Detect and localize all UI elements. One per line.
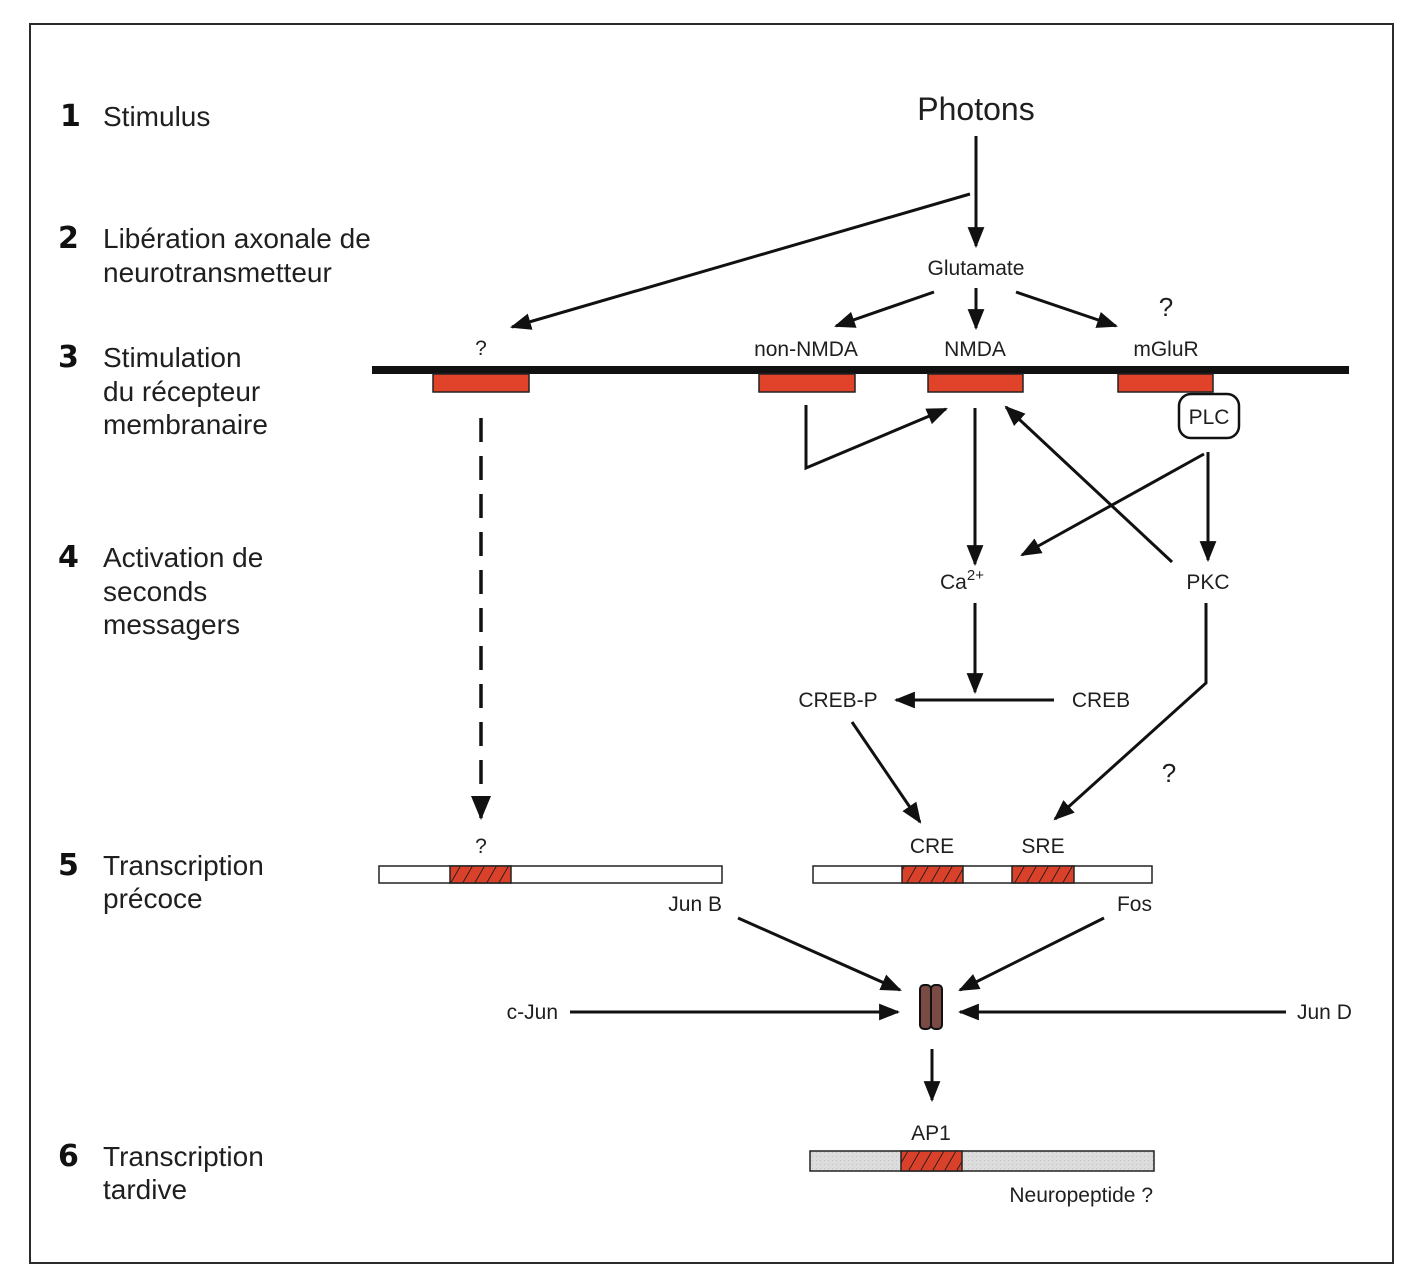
unknown-receptor: [432, 373, 530, 393]
jun-b-gene: [378, 865, 723, 884]
sre-site: [1011, 865, 1075, 884]
neuropeptide-label: Neuropeptide ?: [1009, 1184, 1153, 1207]
neuropeptide-gene: [809, 1150, 1155, 1172]
pkc-to-sre-arrow: [1053, 603, 1208, 821]
pkc-label: PKC: [1186, 571, 1229, 594]
step-4-label-line1: Activation de: [103, 542, 263, 573]
nmda-receptor: [927, 373, 1024, 393]
glutamate-to-non-nmda-arrow: [834, 290, 935, 328]
mglur-label: mGluR: [1133, 338, 1198, 361]
step-1-label: Stimulus: [103, 101, 210, 132]
plc-to-calcium-arrow: [1020, 452, 1205, 557]
step-5-label-line2: précoce: [103, 883, 203, 914]
step-3-label-line2: du récepteur: [103, 376, 260, 407]
step-3-label-line1: Stimulation: [103, 342, 242, 373]
jun-d-label: Jun D: [1297, 1001, 1352, 1024]
step-6-number: 6: [58, 1139, 79, 1174]
creb-p-label: CREB-P: [798, 689, 877, 712]
junb-site-label: ?: [475, 835, 487, 858]
step-3: 3 Stimulation du récepteur membranaire: [58, 340, 268, 440]
step-3-label-line3: membranaire: [103, 409, 268, 440]
step-1: 1 Stimulus: [60, 99, 210, 134]
ap1-label: AP1: [911, 1122, 951, 1145]
calcium-base: Ca: [940, 571, 967, 594]
non-nmda-label: non-NMDA: [754, 338, 858, 361]
fos-gene: [812, 865, 1153, 884]
mglur-question-label: ?: [1159, 292, 1173, 322]
step-2-label-line2: neurotransmetteur: [103, 257, 332, 288]
step-4-label-line3: messagers: [103, 609, 240, 640]
fos-label: Fos: [1117, 893, 1152, 916]
glutamate-to-mglur-arrow: [1015, 290, 1118, 328]
step-4-number: 4: [58, 540, 79, 575]
calcium-label: Ca2+: [940, 567, 984, 594]
photons-to-unknown-receptor-arrow: [509, 192, 971, 330]
cre-site: [901, 865, 964, 884]
dimer-subunit-left: [919, 984, 932, 1030]
pkc-to-nmda-arrow: [1004, 405, 1174, 564]
diagram-frame: [29, 23, 1394, 1264]
non-nmda-receptor: [758, 373, 856, 393]
dimer-subunit-right: [930, 984, 943, 1030]
step-6-label-line1: Transcription: [103, 1141, 264, 1172]
step-6: 6 Transcription tardive: [58, 1139, 264, 1205]
step-1-number: 1: [60, 99, 81, 134]
step-6-label-line2: tardive: [103, 1174, 187, 1205]
jun-b-label: Jun B: [668, 893, 722, 916]
step-5-label-line1: Transcription: [103, 850, 264, 881]
step-3-number: 3: [58, 340, 79, 375]
fos-to-dimer-arrow: [958, 916, 1105, 992]
step-4: 4 Activation de seconds messagers: [58, 540, 263, 640]
unknown-pathway-arrowhead: [471, 796, 491, 820]
plc-label: PLC: [1189, 406, 1230, 429]
unknown-receptor-label: ?: [475, 337, 487, 360]
glutamate-label: Glutamate: [928, 257, 1025, 280]
plc-box: [1177, 392, 1241, 440]
step-2-number: 2: [58, 221, 79, 256]
sre-label: SRE: [1021, 835, 1064, 858]
step-2: 2 Libération axonale de neurotransmetteu…: [58, 221, 371, 288]
sre-question-label: ?: [1162, 758, 1176, 788]
mglur-receptor: [1117, 373, 1214, 393]
creb-p-to-cre-arrow: [850, 721, 922, 824]
ap1-dimer: [919, 984, 943, 1030]
calcium-charge: 2+: [967, 567, 984, 584]
cre-label: CRE: [910, 835, 954, 858]
cell-membrane: [372, 366, 1349, 374]
non-nmda-to-nmda-arrow: [804, 405, 948, 471]
jun-b-to-dimer-arrow: [737, 916, 902, 992]
step-5: 5 Transcription précoce: [58, 848, 264, 914]
nmda-label: NMDA: [944, 338, 1006, 361]
ap1-site: [900, 1150, 963, 1172]
creb-label: CREB: [1072, 689, 1130, 712]
c-jun-label: c-Jun: [507, 1001, 558, 1024]
step-2-label-line1: Libération axonale de: [103, 223, 371, 254]
jun-b-promoter-site: [449, 865, 512, 884]
photons-label: Photons: [917, 91, 1034, 127]
step-5-number: 5: [58, 848, 79, 883]
step-4-label-line2: seconds: [103, 576, 207, 607]
